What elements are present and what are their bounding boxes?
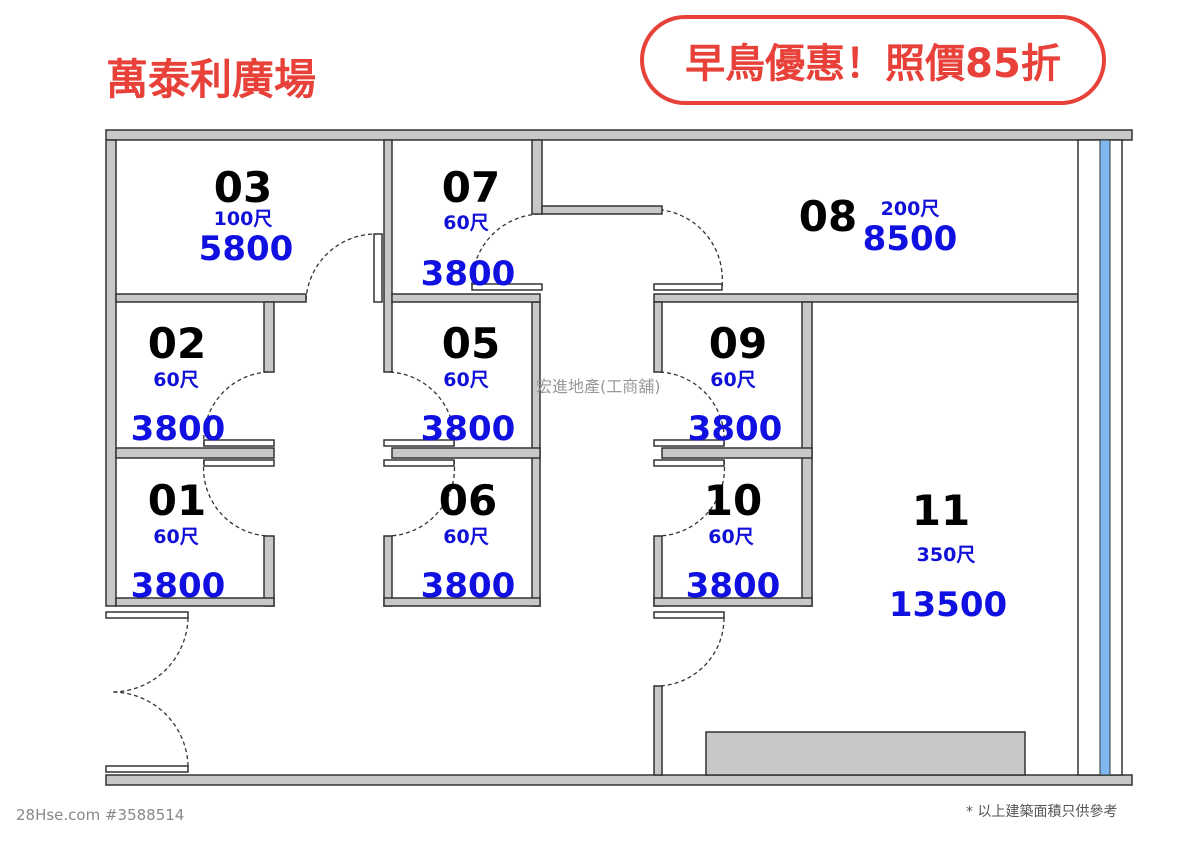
unit-number: 02 bbox=[147, 319, 207, 368]
unit-area: 60尺 bbox=[710, 369, 756, 391]
unit-price: 3800 bbox=[685, 566, 781, 606]
unit-price: 5800 bbox=[198, 229, 294, 269]
unit-number: 11 bbox=[911, 486, 971, 535]
unit-area: 60尺 bbox=[443, 526, 489, 548]
unit-number: 01 bbox=[147, 476, 207, 525]
unit-area: 60尺 bbox=[153, 526, 199, 548]
unit-area: 350尺 bbox=[916, 544, 976, 566]
unit-price: 3800 bbox=[420, 566, 516, 606]
unit-price: 8500 bbox=[862, 219, 958, 259]
unit-area: 60尺 bbox=[708, 526, 754, 548]
unit-price: 3800 bbox=[130, 566, 226, 606]
watermark: 28Hse.com #3588514 bbox=[16, 806, 185, 824]
unit-number: 05 bbox=[441, 319, 501, 368]
unit-number: 03 bbox=[213, 163, 273, 212]
unit-number: 10 bbox=[703, 476, 763, 525]
unit-area: 60尺 bbox=[443, 212, 489, 234]
building-title: 萬泰利廣場 bbox=[106, 55, 317, 104]
area-note: * 以上建築面積只供參考 bbox=[966, 804, 1118, 820]
unit-number: 06 bbox=[438, 476, 498, 525]
unit-area: 100尺 bbox=[213, 208, 273, 230]
unit-price: 13500 bbox=[888, 585, 1008, 625]
agent-label: 宏進地產(工商舖) bbox=[536, 377, 661, 396]
promo-badge: 早鳥優惠！照價85折 bbox=[640, 15, 1106, 105]
unit-price: 3800 bbox=[420, 254, 516, 294]
unit-number: 08 bbox=[798, 192, 858, 241]
unit-price: 3800 bbox=[130, 409, 226, 449]
unit-area: 200尺 bbox=[880, 198, 940, 220]
unit-area: 60尺 bbox=[443, 369, 489, 391]
unit-area: 60尺 bbox=[153, 369, 199, 391]
unit-number: 09 bbox=[708, 319, 768, 368]
unit-price: 3800 bbox=[420, 409, 516, 449]
promo-text: 早鳥優惠！照價85折 bbox=[685, 41, 1061, 87]
unit-price: 3800 bbox=[687, 409, 783, 449]
unit-number: 07 bbox=[441, 163, 501, 212]
